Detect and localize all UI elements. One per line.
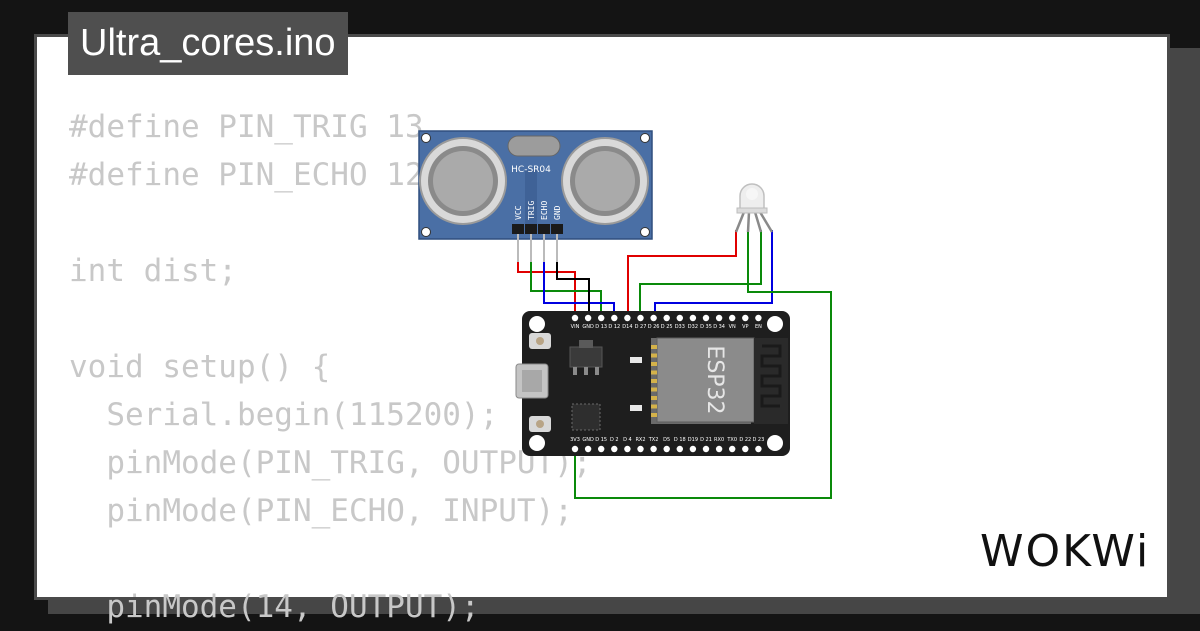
code-line: Serial.begin(115200); xyxy=(69,397,499,433)
wire-vcc-vin xyxy=(517,262,576,318)
sensor-pin-gnd: GND xyxy=(553,205,562,220)
bottom-pin-label: 3V3 xyxy=(570,437,580,443)
top-pin-label: D 27 xyxy=(635,324,647,330)
top-pin-hole[interactable] xyxy=(571,314,579,322)
bottom-pin-hole[interactable] xyxy=(584,445,592,453)
top-pin-label: D14 xyxy=(622,324,632,330)
top-pin-hole[interactable] xyxy=(702,314,710,322)
code-line: void setup() { xyxy=(69,349,331,385)
top-pin-hole[interactable] xyxy=(611,314,618,322)
hc-sr04-sensor[interactable]: HC-SR04 VCC TRIG ECHO GND xyxy=(418,130,653,262)
bottom-pin-hole[interactable] xyxy=(663,445,670,453)
bottom-pin-label: D 21 xyxy=(700,437,712,443)
sensor-pin-vcc: VCC xyxy=(514,205,523,220)
top-pin-hole[interactable] xyxy=(663,314,670,322)
bottom-pin-hole[interactable] xyxy=(742,445,749,453)
logo-text: WOKWi xyxy=(980,526,1150,577)
top-pin-label: VIN xyxy=(571,324,580,330)
top-pin-label: D33 xyxy=(675,324,685,330)
top-pin-label: GND xyxy=(582,324,594,330)
wire-trig-d13 xyxy=(530,262,602,318)
bottom-pin-hole[interactable] xyxy=(611,445,618,453)
top-pin-hole[interactable] xyxy=(676,314,683,322)
bottom-pin-label: D 2 xyxy=(610,437,619,443)
top-pin-hole[interactable] xyxy=(742,314,749,322)
bottom-pin-hole[interactable] xyxy=(729,445,736,453)
top-pin-label: EN xyxy=(755,324,762,330)
bottom-pin-hole[interactable] xyxy=(650,445,657,453)
wire-led-common-gnd xyxy=(574,230,832,499)
top-pin-label: VP xyxy=(742,324,748,330)
bottom-pin-hole[interactable] xyxy=(689,445,697,453)
code-line: pinMode(PIN_TRIG, OUTPUT); xyxy=(69,445,592,481)
top-pin-label: D 12 xyxy=(608,324,620,330)
top-pin-hole[interactable] xyxy=(715,314,723,322)
top-pin-hole[interactable] xyxy=(624,314,631,322)
top-pin-label: D32 xyxy=(688,324,698,330)
bottom-pin-label: D 4 xyxy=(623,437,632,443)
code-preview: #define PIN_TRIG 13 #define PIN_ECHO 12 in… xyxy=(69,103,592,631)
wokwi-logo: WOKWi xyxy=(980,526,1150,577)
crystal xyxy=(507,135,561,157)
wires xyxy=(517,230,832,499)
bottom-pin-label: RX2 xyxy=(635,437,645,443)
bottom-pin-hole[interactable] xyxy=(755,445,762,453)
esp32-module: ESP32 xyxy=(651,337,788,424)
top-pin-label: D 25 xyxy=(661,324,673,330)
code-line: pinMode(14, OUTPUT); xyxy=(69,589,480,625)
bottom-pin-label: D 22 xyxy=(739,437,751,443)
left-transducer xyxy=(419,137,507,225)
top-pin-hole[interactable] xyxy=(650,314,657,322)
top-pin-label: D 34 xyxy=(713,324,725,330)
right-transducer xyxy=(561,137,649,225)
top-pin-hole[interactable] xyxy=(584,314,592,322)
bottom-pin-hole[interactable] xyxy=(637,445,644,453)
code-line: #define PIN_TRIG 13 xyxy=(69,109,424,145)
chip-label: ESP32 xyxy=(702,345,727,414)
bottom-pin-label: D5 xyxy=(663,437,670,443)
bottom-pin-label: TX0 xyxy=(726,437,737,443)
code-line: #define PIN_ECHO 12 xyxy=(69,157,424,193)
wire-led-green-d27 xyxy=(639,230,762,318)
wire-gnd-gnd xyxy=(556,262,590,318)
bottom-pin-label: D 23 xyxy=(752,437,764,443)
wire-led-red-d14 xyxy=(627,230,737,318)
top-pin-label: VN xyxy=(729,324,736,330)
bottom-pin-label: TX2 xyxy=(648,437,659,443)
wire-echo-d12 xyxy=(543,262,615,318)
top-pin-label: D 26 xyxy=(648,324,660,330)
top-pin-hole[interactable] xyxy=(689,314,697,322)
sensor-pin-echo: ECHO xyxy=(540,201,549,220)
top-pin-hole[interactable] xyxy=(729,314,736,322)
bottom-pin-hole[interactable] xyxy=(676,445,683,453)
code-line: pinMode(PIN_ECHO, INPUT); xyxy=(69,493,573,529)
sensor-pin-labels: VCC TRIG ECHO GND xyxy=(514,201,562,220)
top-pin-label: D 13 xyxy=(595,324,607,330)
bottom-pin-hole[interactable] xyxy=(702,445,710,453)
bottom-pin-label: D19 xyxy=(688,437,698,443)
bottom-pin-label: D 18 xyxy=(674,437,686,443)
sensor-pin-trig: TRIG xyxy=(527,201,536,220)
code-line: int dist; xyxy=(69,253,237,289)
bottom-pin-label: RX0 xyxy=(714,437,724,443)
top-pin-label: D 35 xyxy=(700,324,712,330)
bottom-pin-hole[interactable] xyxy=(715,445,723,453)
bottom-pin-hole[interactable] xyxy=(624,445,631,453)
bottom-pin-label: D 15 xyxy=(595,437,607,443)
top-pin-hole[interactable] xyxy=(755,314,762,322)
top-pin-hole[interactable] xyxy=(598,314,605,322)
project-title: Ultra_cores.ino xyxy=(68,12,348,75)
wire-led-blue-d26 xyxy=(654,230,773,318)
bottom-pin-label: GND xyxy=(582,437,594,443)
bottom-pin-hole[interactable] xyxy=(598,445,605,453)
bottom-pin-hole[interactable] xyxy=(571,445,579,453)
rgb-led[interactable] xyxy=(734,183,774,233)
sensor-label: HC-SR04 xyxy=(511,165,551,175)
top-pin-hole[interactable] xyxy=(637,314,644,322)
